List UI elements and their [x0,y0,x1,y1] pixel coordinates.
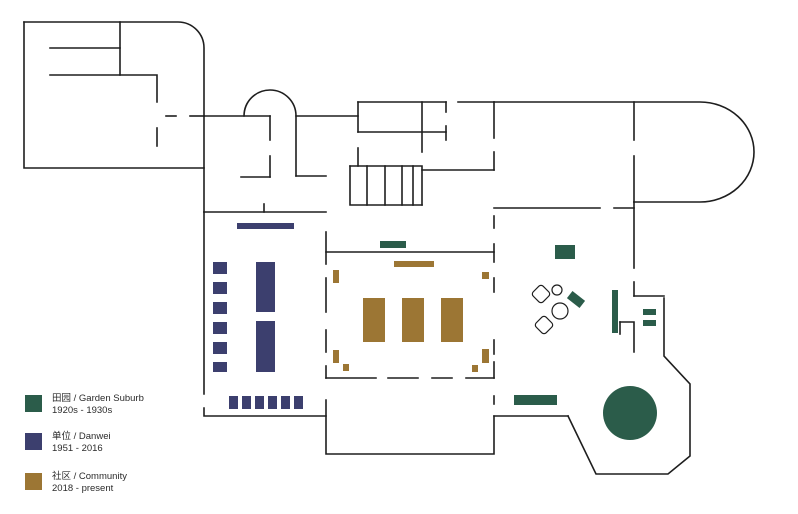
danwei-block [213,302,227,314]
danwei-block [256,262,275,312]
legend-period-danwei: 1951 - 2016 [52,443,103,454]
danwei-block [242,396,251,409]
garden-block [643,320,656,326]
garden-block [555,245,575,259]
danwei-block [213,282,227,294]
community-block [482,272,489,279]
danwei-block [294,396,303,409]
legend-label-garden: 田园 / Garden Suburb [52,393,144,404]
legend-swatch-community [25,473,42,490]
danwei-block [213,342,227,354]
furniture-outlines [531,284,569,335]
community-block [402,298,424,342]
community-block [363,298,385,342]
garden-block [514,395,557,405]
garden-block [612,290,618,333]
danwei-block [213,362,227,372]
danwei-block [256,321,275,372]
danwei-objects [213,223,303,409]
community-block [394,261,434,267]
legend-label-danwei: 单位 / Danwei [52,431,111,442]
danwei-block [213,262,227,274]
community-block [343,364,349,371]
community-block [333,270,339,283]
garden-block [566,291,586,308]
danwei-block [229,396,238,409]
community-block [333,350,339,363]
danwei-block [213,322,227,334]
community-block [441,298,463,342]
community-block [482,349,489,363]
community-block [472,365,478,372]
legend-period-community: 2018 - present [52,483,114,494]
legend-swatch-garden [25,395,42,412]
garden-block [643,309,656,315]
legend-label-community: 社区 / Community [52,471,127,482]
danwei-block [268,396,277,409]
legend-period-garden: 1920s - 1930s [52,405,113,416]
garden-round-table [603,386,657,440]
community-objects [333,261,489,372]
legend-swatch-danwei [25,433,42,450]
danwei-block [237,223,294,229]
garden-block [380,241,406,248]
garden-suburb-objects [380,241,657,440]
walls [23,21,755,475]
danwei-block [281,396,290,409]
danwei-block [255,396,264,409]
